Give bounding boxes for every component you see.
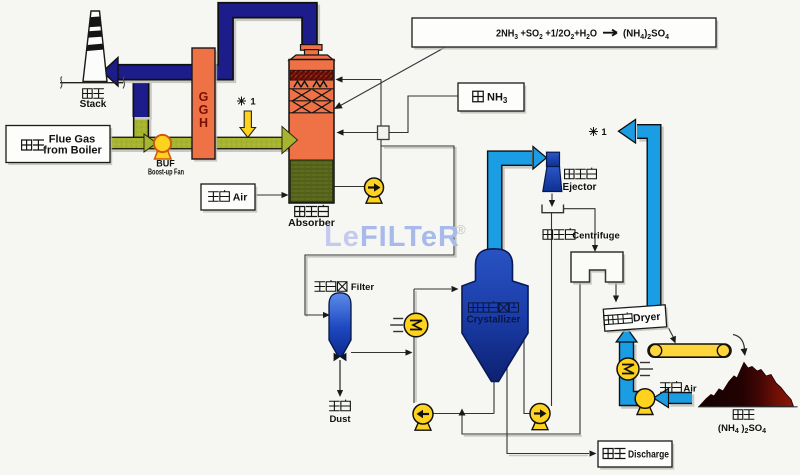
svg-text:(NH4)2SO4: (NH4)2SO4: [623, 28, 670, 42]
svg-text:G: G: [199, 90, 209, 104]
svg-text:Ejector: Ejector: [563, 182, 597, 193]
svg-text:Filter: Filter: [351, 282, 375, 293]
svg-text:®: ®: [456, 222, 466, 237]
svg-text:Dryer: Dryer: [633, 311, 661, 325]
svg-text:G: G: [199, 103, 209, 117]
svg-text:from Boiler: from Boiler: [43, 144, 102, 156]
svg-text:Boost-up Fan: Boost-up Fan: [148, 168, 184, 177]
svg-text:Flue Gas: Flue Gas: [49, 133, 95, 145]
svg-text:Absorber: Absorber: [288, 217, 335, 229]
svg-text:LeFILTeR: LeFILTeR: [324, 221, 460, 253]
svg-text:H: H: [199, 116, 208, 130]
svg-text:Stack: Stack: [80, 99, 107, 110]
svg-text:Crystallizer: Crystallizer: [467, 315, 521, 326]
svg-text:Air: Air: [233, 192, 248, 204]
svg-text:NH3: NH3: [487, 92, 508, 106]
svg-text:2NH3 +SO2 +1/2O2+H2O: 2NH3 +SO2 +1/2O2+H2O: [496, 28, 597, 42]
svg-text:Dust: Dust: [329, 414, 351, 425]
svg-text:BUF: BUF: [156, 159, 175, 169]
svg-text:(NH4 )2SO4: (NH4 )2SO4: [718, 423, 766, 435]
svg-text:1: 1: [601, 127, 607, 138]
svg-text:Air: Air: [683, 384, 697, 395]
svg-text:1: 1: [250, 97, 256, 108]
svg-text:Centrifuge: Centrifuge: [572, 231, 620, 242]
svg-text:Discharge: Discharge: [628, 449, 669, 461]
